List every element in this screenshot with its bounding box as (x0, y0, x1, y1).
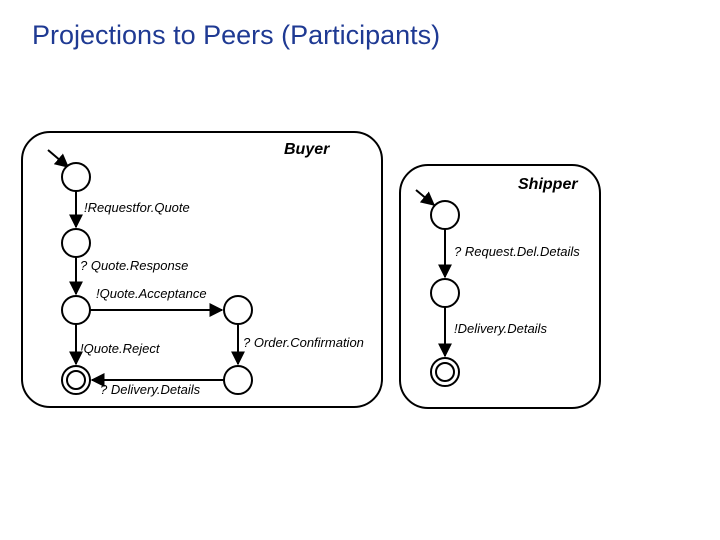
label-quote-response: ? Quote.Response (80, 258, 188, 273)
label-request-del-details: ? Request.Del.Details (454, 244, 580, 259)
buyer-state-final-a-inner (66, 370, 86, 390)
label-request-for-quote: !Requestfor.Quote (84, 200, 190, 215)
buyer-label: Buyer (284, 141, 330, 158)
shipper-label: Shipper (518, 176, 578, 193)
label-delivery-details-buyer: ? Delivery.Details (100, 382, 201, 397)
buyer-box (21, 131, 383, 408)
shipper-box (399, 164, 601, 409)
buyer-peer: Buyer !Requestfor.Quote ? Quote.Response… (21, 131, 383, 408)
label-delivery-details-shipper: !Delivery.Details (454, 321, 547, 336)
buyer-state-1 (61, 228, 91, 258)
shipper-initial-arrow (415, 189, 436, 206)
shipper-peer: Shipper ? Request.Del.Details !Delivery.… (399, 164, 601, 409)
shipper-state-0 (430, 200, 460, 230)
buyer-initial-arrow (47, 149, 70, 168)
label-order-confirmation: ? Order.Confirmation (243, 335, 364, 350)
slide-title: Projections to Peers (Participants) (32, 20, 441, 50)
buyer-state-2 (61, 295, 91, 325)
buyer-state-0 (61, 162, 91, 192)
label-quote-acceptance: !Quote.Acceptance (96, 286, 207, 301)
shipper-state-1 (430, 278, 460, 308)
label-quote-reject: !Quote.Reject (80, 341, 161, 356)
shipper-state-final-inner (435, 362, 455, 382)
buyer-state-4 (223, 365, 253, 395)
buyer-state-3 (223, 295, 253, 325)
